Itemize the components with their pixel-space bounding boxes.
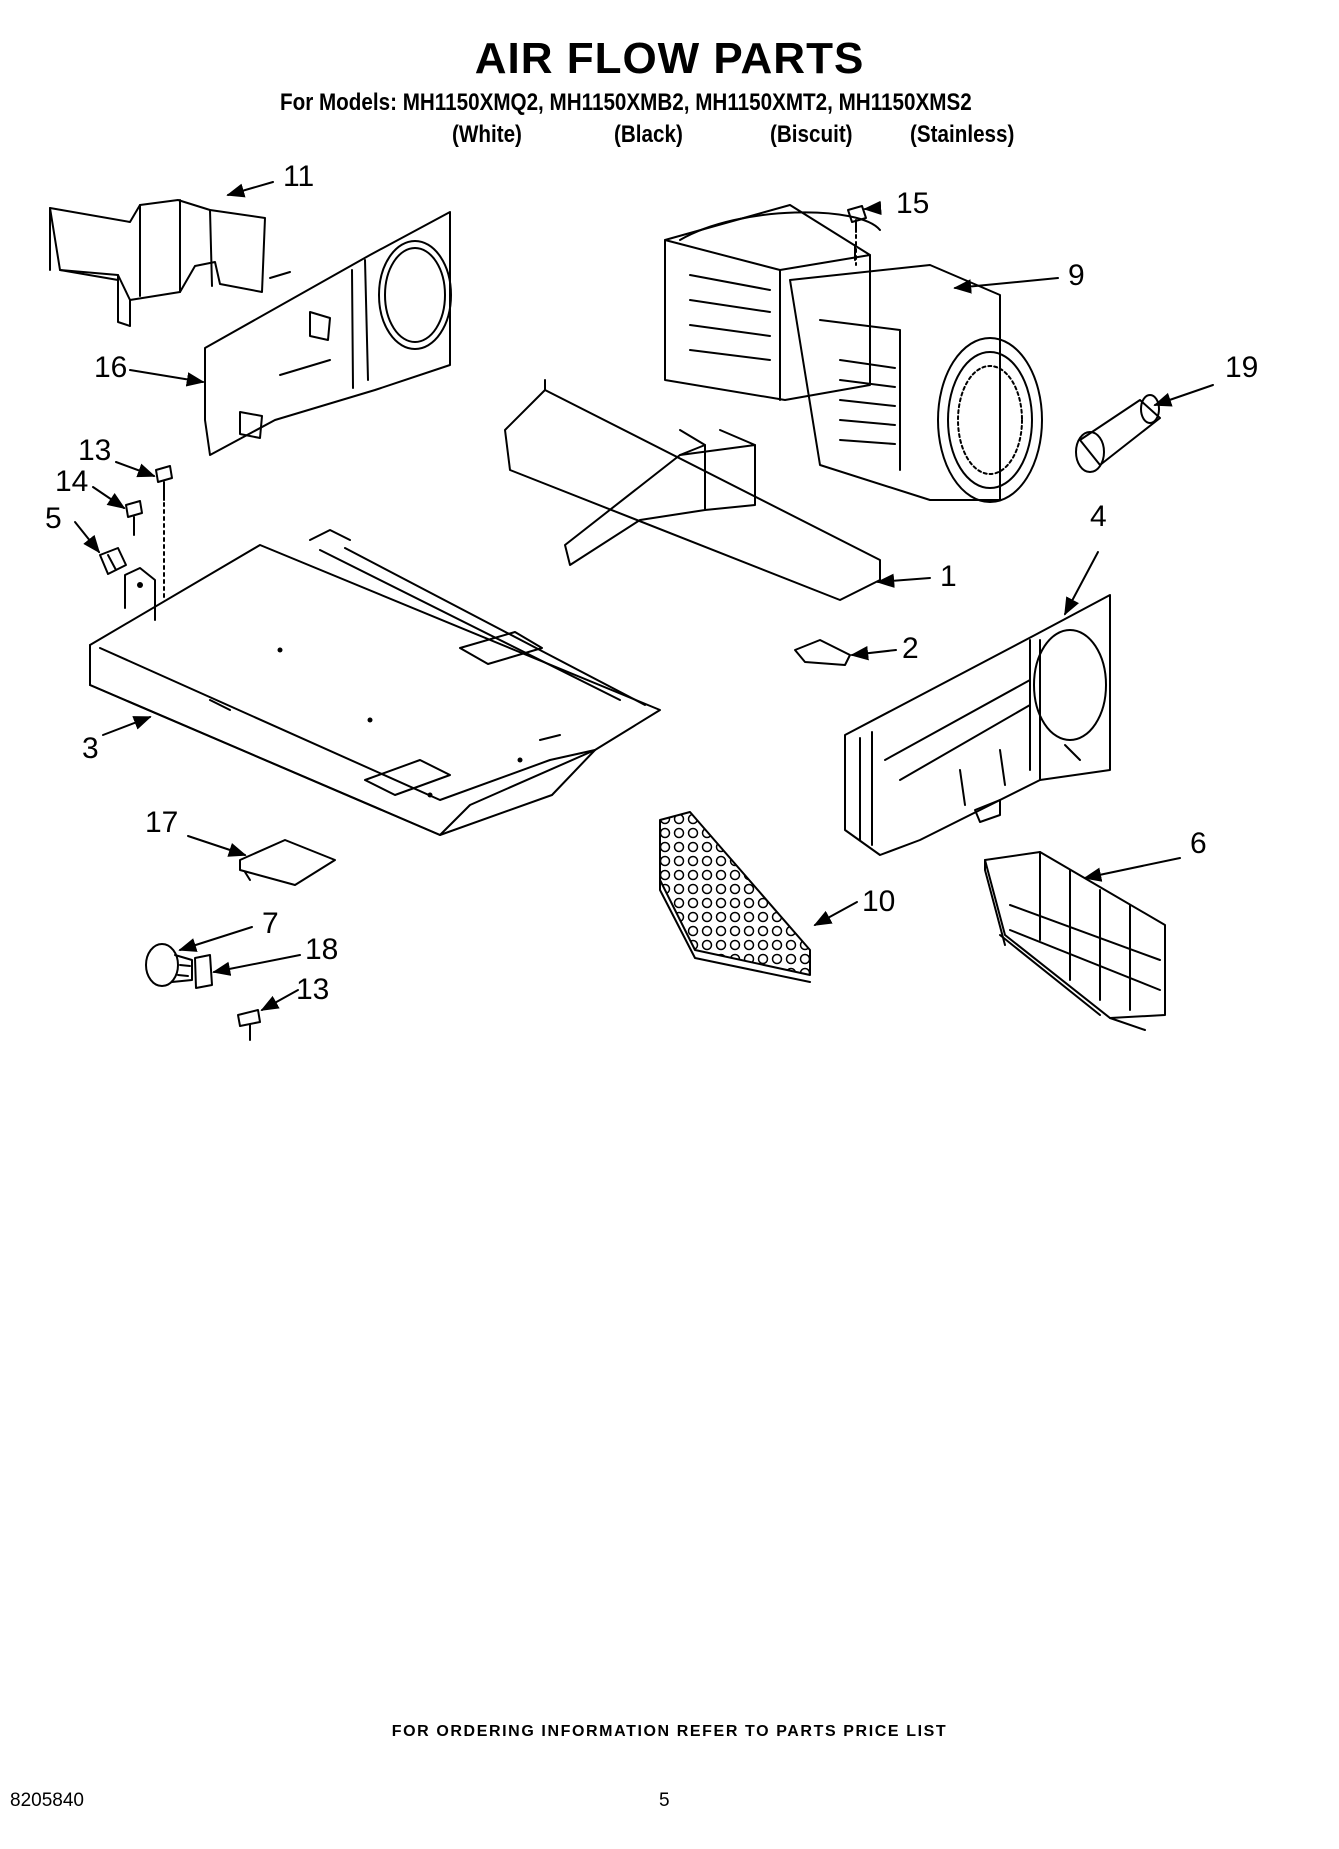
callout-7: 7: [262, 907, 279, 940]
part-13-screw-upper: [155, 465, 173, 599]
leader-arrows: [74, 181, 1214, 1011]
part-13-screw-lower: [237, 1009, 261, 1041]
page-title: AIR FLOW PARTS: [474, 34, 865, 83]
part-16-fan-plate: [204, 211, 452, 456]
part-17-plate: [239, 839, 336, 886]
part-15-screw: [847, 205, 867, 266]
part-19-capacitor: [1075, 394, 1171, 473]
callout-11: 11: [283, 160, 315, 193]
variant-biscuit: (Biscuit): [770, 121, 853, 148]
callout-14: 14: [55, 465, 89, 498]
page-number: 5: [659, 1790, 670, 1811]
part-4-filter-frame: [844, 594, 1111, 856]
callout-18: 18: [305, 933, 339, 966]
part-5-clip: [99, 547, 127, 575]
callout-13-lower: 13: [296, 973, 330, 1006]
part-14-screw: [125, 500, 143, 536]
part-9-blower-assembly: [664, 204, 1043, 503]
variant-black: (Black): [614, 121, 683, 148]
callout-9: 9: [1068, 259, 1085, 292]
part-10-grille: [659, 811, 811, 983]
part-18-socket: [194, 954, 213, 989]
ordering-footer: FOR ORDERING INFORMATION REFER TO PARTS …: [391, 1723, 948, 1740]
part-1-air-guide: [504, 379, 881, 601]
callout-13-upper: 13: [78, 434, 112, 467]
document-number: 8205840: [10, 1790, 84, 1811]
part-7-bulb: [145, 943, 193, 987]
callout-3: 3: [82, 732, 99, 765]
callout-4: 4: [1090, 500, 1107, 533]
callout-5: 5: [45, 502, 62, 535]
part-6-grease-filter: [984, 851, 1166, 1031]
variant-white: (White): [452, 121, 522, 148]
callout-17: 17: [145, 806, 179, 839]
callout-1: 1: [940, 560, 957, 593]
callout-16: 16: [94, 351, 128, 384]
callout-10: 10: [862, 885, 896, 918]
part-2-clip: [794, 639, 851, 666]
part-3-bottom-tray: [89, 529, 661, 836]
callout-2: 2: [902, 632, 919, 665]
callout-15: 15: [896, 187, 930, 220]
callout-6: 6: [1190, 827, 1207, 860]
part-11-damper-bracket: [49, 199, 266, 327]
variant-stainless: (Stainless): [910, 121, 1015, 148]
callout-19: 19: [1225, 351, 1259, 384]
models-line: For Models: MH1150XMQ2, MH1150XMB2, MH11…: [280, 89, 972, 116]
